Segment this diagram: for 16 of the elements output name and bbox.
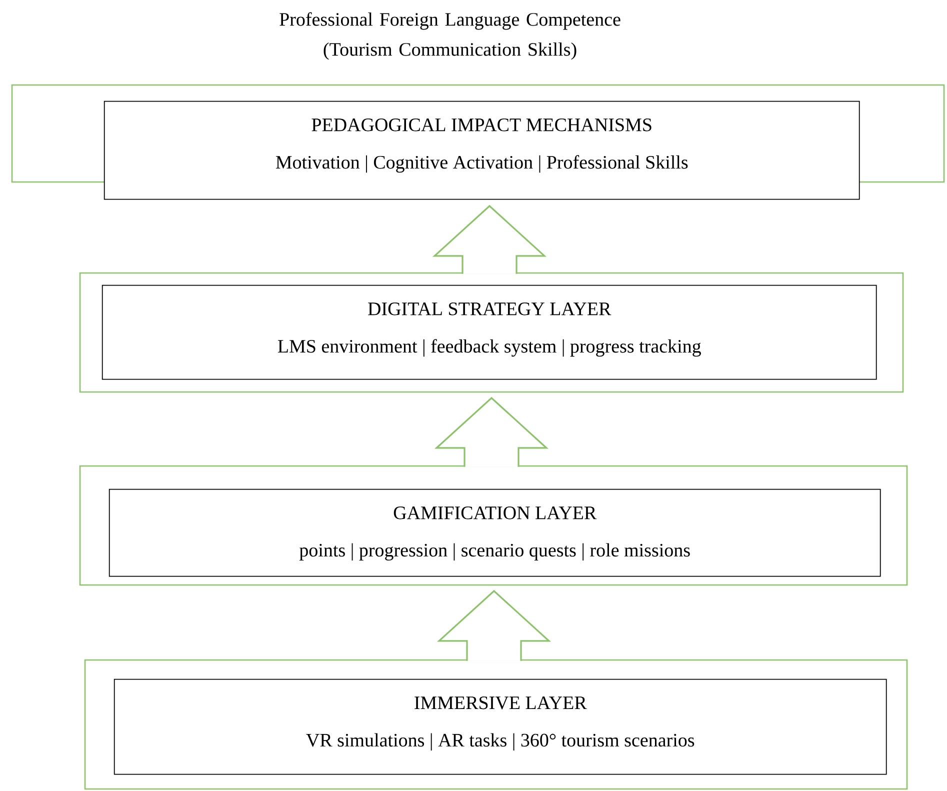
layer-items: points | progression | scenario quests | role missions bbox=[299, 543, 690, 561]
layer-heading: DIGITAL STRATEGY LAYER bbox=[368, 302, 612, 316]
block-arrow bbox=[436, 590, 552, 662]
block-arrow bbox=[434, 396, 549, 468]
layer-box bbox=[108, 488, 881, 577]
layer-heading: IMMERSIVE LAYER bbox=[414, 696, 587, 710]
layer-box bbox=[102, 284, 877, 380]
layer-items: VR simulations | AR tasks | 360° tourism scenarios bbox=[306, 733, 694, 751]
layer-items: Motivation | Cognitive Activation | Professional Skills bbox=[276, 155, 688, 173]
layer-heading: PEDAGOGICAL IMPACT MECHANISMS bbox=[312, 118, 652, 132]
layer-items: LMS environment | feedback system | progress tracking bbox=[278, 339, 701, 357]
layer-box bbox=[104, 100, 860, 200]
layer-heading: GAMIFICATION LAYER bbox=[394, 506, 597, 520]
block-arrow bbox=[432, 204, 547, 275]
layer-box bbox=[114, 678, 887, 775]
title: Professional Foreign Language Competence (Tourism Communication Skills) bbox=[280, 12, 620, 60]
